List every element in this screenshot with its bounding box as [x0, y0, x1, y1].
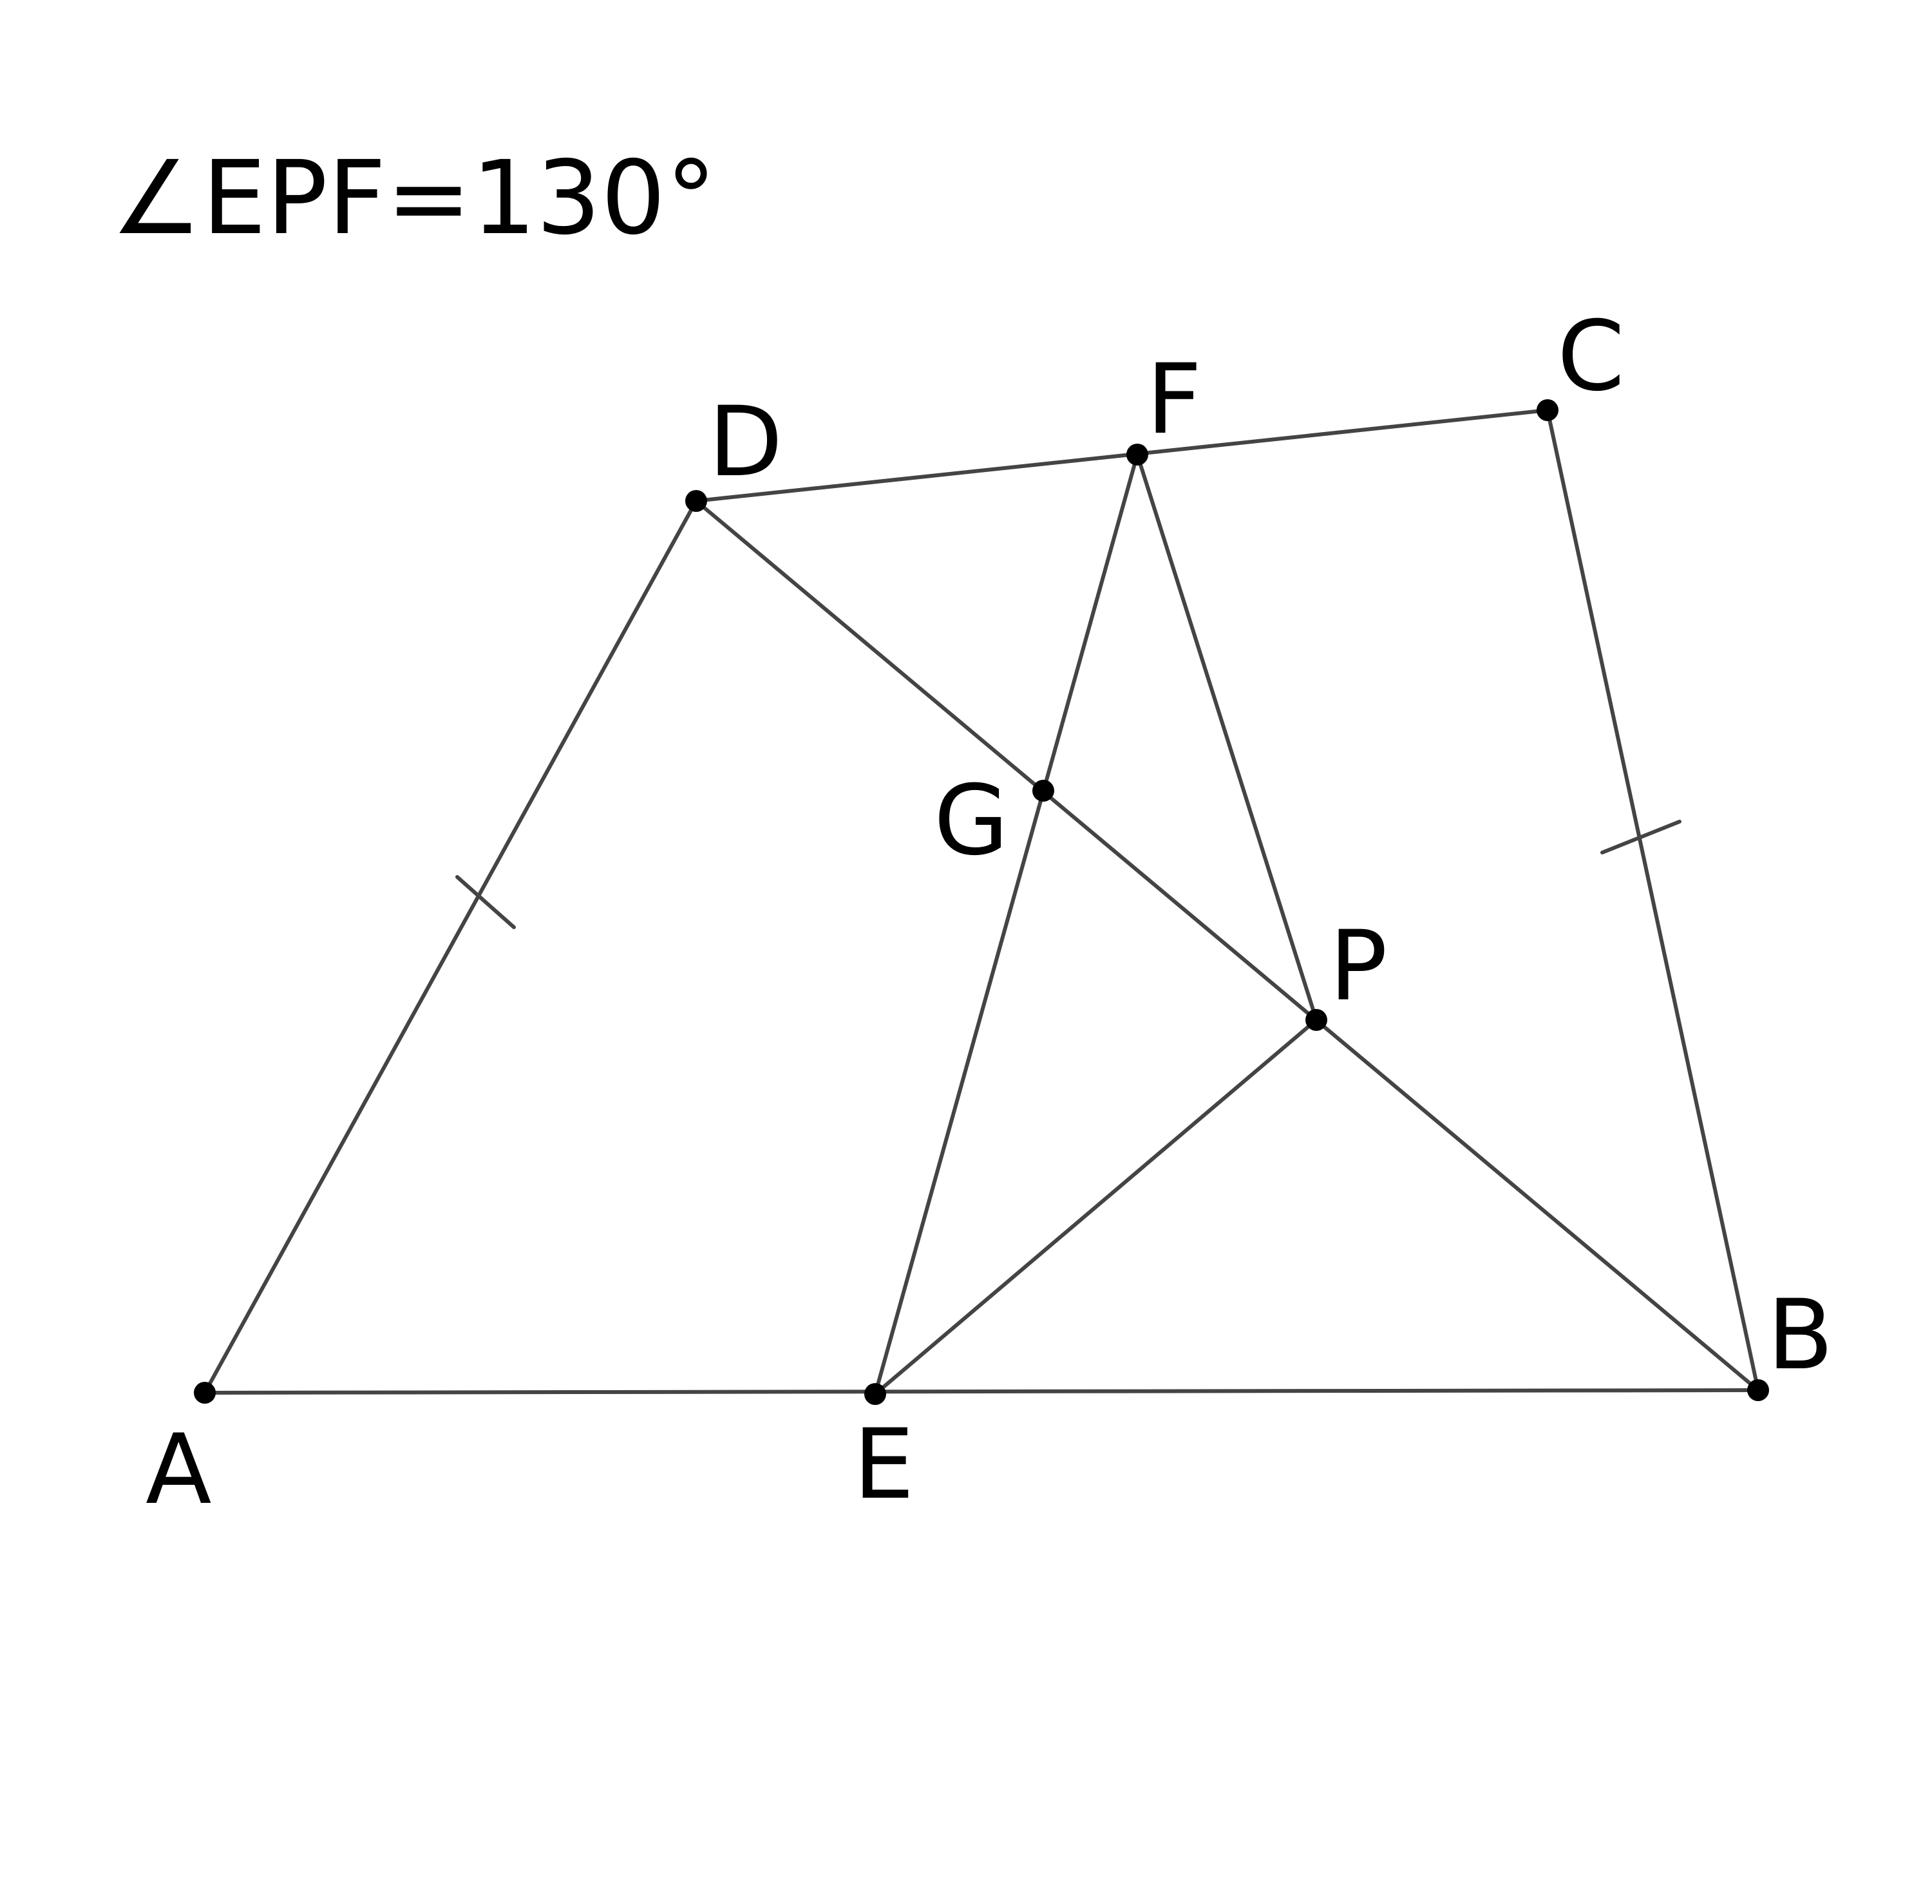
segment-FP	[1135, 453, 1318, 1022]
label-E: E	[853, 1409, 914, 1521]
tick-CB	[1600, 820, 1681, 854]
point-F	[1126, 444, 1148, 466]
point-E	[864, 1383, 886, 1405]
label-A: A	[146, 1414, 212, 1526]
tick-marks	[455, 820, 1681, 929]
segments	[203, 408, 1760, 1396]
segment-AD	[203, 499, 698, 1395]
point-A	[194, 1382, 216, 1404]
point-B	[1747, 1379, 1769, 1401]
point-D	[685, 490, 707, 512]
segment-EP	[873, 1018, 1318, 1396]
points	[194, 399, 1769, 1405]
segment-CB	[1546, 408, 1760, 1392]
point-C	[1537, 399, 1558, 421]
label-D: D	[708, 386, 783, 498]
label-P: P	[1329, 910, 1387, 1023]
point-P	[1305, 1009, 1327, 1031]
point-G	[1032, 780, 1054, 802]
segment-EF	[873, 453, 1139, 1396]
label-C: C	[1557, 301, 1625, 413]
label-B: B	[1767, 1279, 1833, 1391]
tick-AD	[455, 875, 516, 929]
segment-DC	[694, 408, 1549, 503]
label-G: G	[934, 765, 1009, 877]
segment-DB	[694, 499, 1760, 1392]
segment-AB	[203, 1388, 1760, 1395]
angle-annotation: ∠EPF=130°	[111, 139, 717, 258]
point-labels: A B C D E F G P	[146, 301, 1833, 1526]
label-F: F	[1146, 344, 1202, 456]
